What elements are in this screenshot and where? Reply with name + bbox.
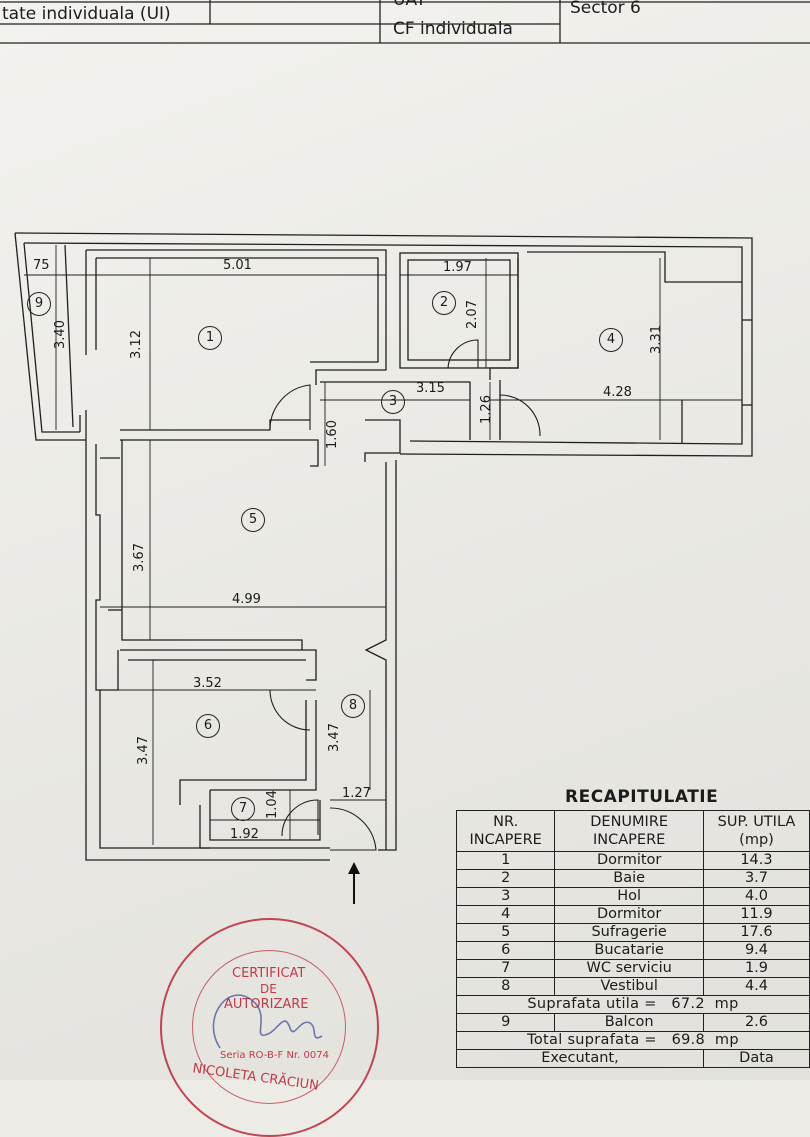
dim-label: 4.99 (232, 592, 261, 607)
cell-sup: 4.0 (702, 887, 810, 906)
cell-nr: 7 (455, 959, 556, 978)
header-nr-label: NR. INCAPERE (469, 814, 542, 848)
entrance-arrow-icon (348, 862, 360, 904)
cell-sup: 11.9 (702, 905, 810, 924)
cell-data: Data (702, 1049, 810, 1068)
dim-label: 3.52 (193, 676, 222, 691)
header-sup-label: SUP. UTILA (mp) (717, 814, 796, 848)
dim-label: 5.01 (223, 258, 252, 273)
cell-den: Dormitor (554, 851, 704, 870)
document-header: tate individuala (UI) UAT CF individuala… (0, 0, 810, 45)
cell-den: Sufragerie (554, 923, 704, 942)
stamp-line3: AUTORIZARE (224, 997, 309, 1012)
room-number: 3 (381, 390, 405, 414)
cell-sup: 14.3 (702, 851, 810, 870)
room-number: 5 (241, 508, 265, 532)
cell-sup: 4.4 (702, 977, 810, 996)
cell-nr: 2 (455, 869, 556, 888)
header-sector: Sector 6 (570, 0, 641, 18)
dim-label: 3.40 (52, 320, 68, 349)
cell-nr: 6 (455, 941, 556, 960)
room-number: 1 (198, 326, 222, 350)
cell-executant: Executant, (456, 1049, 704, 1068)
header-cf: CF individuala (393, 19, 513, 39)
room-number: 8 (341, 694, 365, 718)
dim-label: 3.15 (416, 381, 445, 396)
dim-label: 1.26 (478, 395, 494, 424)
dim-label: 1.97 (443, 260, 472, 275)
cell-nr: 5 (455, 923, 556, 942)
table-row-executant: Executant,Data (456, 1049, 810, 1068)
room-number: 6 (196, 714, 220, 738)
table-row-suprafata-utila: Suprafata utila = 67.2 mp (456, 995, 810, 1014)
recap-header-row: NR. INCAPERE DENUMIRE INCAPERE SUP. UTIL… (455, 810, 810, 852)
dim-label: 4.28 (603, 385, 632, 400)
header-grid-lines (0, 0, 810, 44)
header-nr: NR. INCAPERE (455, 810, 556, 852)
room-number: 4 (599, 328, 623, 352)
dim-label: 3.67 (131, 543, 147, 572)
header-uat: UAT (393, 0, 427, 10)
cell-den: Vestibul (554, 977, 704, 996)
dim-label: 1.04 (264, 790, 280, 819)
stamp-line1: CERTIFICAT (232, 966, 306, 981)
table-row-total: Total suprafata = 69.8 mp (456, 1031, 810, 1050)
header-den: DENUMIRE INCAPERE (554, 810, 704, 852)
stamp-line2: DE (260, 982, 277, 996)
dim-label: 3.31 (648, 325, 664, 354)
header-left-text: tate individuala (UI) (2, 4, 171, 24)
dim-label: 1.60 (324, 420, 340, 449)
dim-label: 3.47 (326, 723, 342, 752)
recap-table: NR. INCAPERE DENUMIRE INCAPERE SUP. UTIL… (455, 810, 810, 1068)
cell-nr: 8 (455, 977, 556, 996)
room-number: 7 (231, 797, 255, 821)
cell-nr: 9 (455, 1013, 556, 1032)
authorization-stamp: CERTIFICAT DE AUTORIZARE Seria RO-B-F Nr… (160, 918, 379, 1137)
stamp-signature-icon (212, 994, 323, 1049)
cell-sup: 9.4 (702, 941, 810, 960)
dim-label: 2.07 (464, 300, 480, 329)
cell-den: WC serviciu (554, 959, 704, 978)
plan-walls (14, 232, 753, 861)
header-den-label: DENUMIRE INCAPERE (590, 814, 669, 848)
dim-label: 1.92 (230, 827, 259, 842)
plan-dimension-lines (24, 245, 742, 845)
cell-den: Balcon (554, 1013, 704, 1032)
cell-suprafata-utila: Suprafata utila = 67.2 mp (456, 995, 810, 1014)
cell-den: Dormitor (554, 905, 704, 924)
dim-label: 75 (33, 258, 50, 273)
header-sup: SUP. UTILA (mp) (702, 810, 810, 852)
cell-den: Hol (554, 887, 704, 906)
dim-label: 1.27 (342, 786, 371, 801)
cell-sup: 2.6 (702, 1013, 810, 1032)
cell-den: Baie (554, 869, 704, 888)
room-number: 9 (27, 292, 51, 316)
recap-title: RECAPITULATIE (565, 787, 719, 807)
plan-doors (269, 339, 541, 851)
cell-nr: 3 (455, 887, 556, 906)
cell-nr: 4 (455, 905, 556, 924)
room-number: 2 (432, 291, 456, 315)
stamp-serie: Seria RO-B-F Nr. 0074 (220, 1050, 329, 1061)
cell-sup: 3.7 (702, 869, 810, 888)
cell-den: Bucatarie (554, 941, 704, 960)
dim-label: 3.47 (135, 736, 151, 765)
cell-sup: 1.9 (702, 959, 810, 978)
cell-nr: 1 (455, 851, 556, 870)
dim-label: 3.12 (128, 330, 144, 359)
cell-total: Total suprafata = 69.8 mp (456, 1031, 810, 1050)
cell-sup: 17.6 (702, 923, 810, 942)
